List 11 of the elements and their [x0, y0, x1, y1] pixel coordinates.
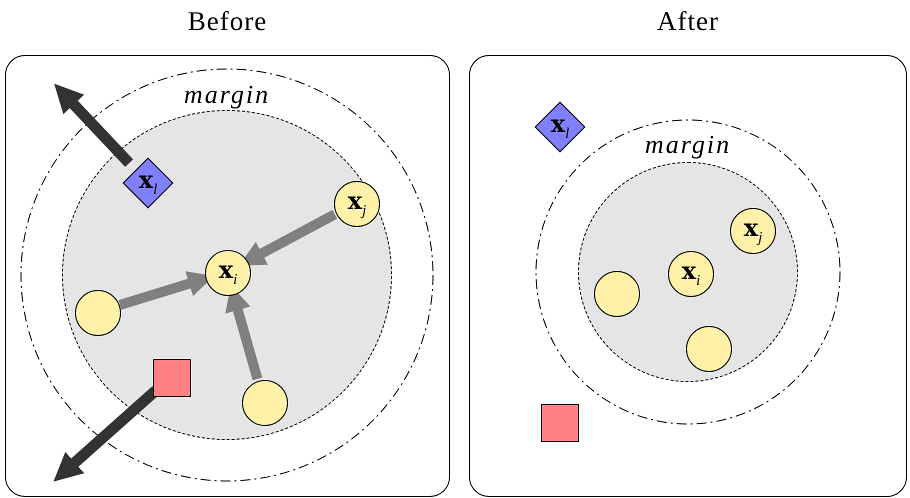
panel-title: After: [657, 8, 719, 35]
margin-label: margin: [184, 82, 270, 108]
point-label: x$_{l}$: [550, 112, 570, 142]
point-label: x$_{j}$: [744, 216, 762, 246]
point-label: x$_{i}$: [218, 258, 238, 288]
point-label: x$_{j}$: [348, 189, 366, 219]
arrow: [54, 84, 134, 167]
point-label: x$_{l}$: [138, 168, 158, 198]
panel-title: Before: [188, 8, 268, 35]
margin-label: margin: [644, 132, 732, 158]
point-label: x$_{i}$: [682, 259, 700, 289]
